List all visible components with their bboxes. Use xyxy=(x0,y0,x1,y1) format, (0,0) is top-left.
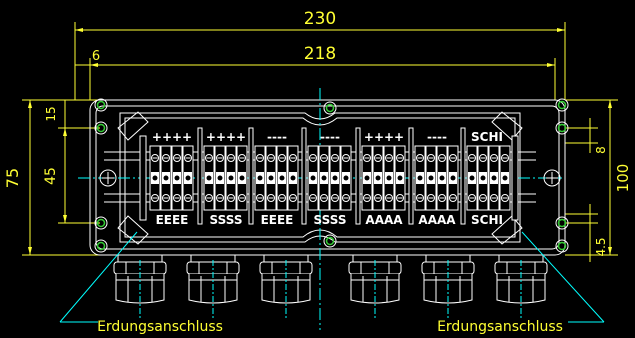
end-stop-right xyxy=(511,135,519,221)
separator-plate xyxy=(460,127,466,225)
dimension-lines xyxy=(22,22,618,262)
terminal xyxy=(171,145,183,211)
cable-gland xyxy=(186,254,240,318)
screw-top-center xyxy=(323,101,337,115)
terminal xyxy=(466,145,478,211)
top-sign-3: ---- xyxy=(267,130,287,144)
separator-plate xyxy=(197,127,203,225)
terminal xyxy=(276,145,288,211)
terminal-strip xyxy=(139,127,519,225)
earth-screw-right xyxy=(543,169,561,187)
bottom-label-4: SSSS xyxy=(314,213,347,227)
dim-inner-width: 218 xyxy=(304,44,336,64)
terminal xyxy=(265,145,277,211)
bottom-label-2: SSSS xyxy=(210,213,243,227)
cable-gland xyxy=(259,254,313,318)
screw-bottom-right-inner xyxy=(555,216,569,230)
terminal xyxy=(425,145,437,211)
dim-offset: 6 xyxy=(92,49,100,64)
terminal xyxy=(214,145,226,211)
terminal xyxy=(361,145,373,211)
cable-gland xyxy=(421,254,475,318)
bottom-label-7: SCHI xyxy=(471,213,503,227)
bottom-label-6: AAAA xyxy=(418,213,456,227)
terminal xyxy=(203,145,215,211)
bottom-label-5: AAAA xyxy=(365,213,403,227)
terminal xyxy=(318,145,330,211)
top-sign-4: ---- xyxy=(320,130,340,144)
terminal xyxy=(225,145,237,211)
screw-top-left-outer xyxy=(94,98,108,112)
terminal xyxy=(383,145,395,211)
terminal xyxy=(372,145,384,211)
screw-top-right-outer xyxy=(555,98,569,112)
bottom-label-1: EEEE xyxy=(156,213,189,227)
terminal xyxy=(287,145,299,211)
dim-left-height: 75 xyxy=(3,168,22,188)
top-sign-7: SCHI xyxy=(471,130,503,144)
terminal xyxy=(160,145,172,211)
bottom-labels: EEEE SSSS EEEE SSSS AAAA AAAA SCHI xyxy=(156,213,503,227)
terminal xyxy=(488,145,500,211)
dim-left-inner: 45 xyxy=(43,167,59,185)
screw-bottom-left-outer xyxy=(94,239,108,253)
separator-plate xyxy=(301,127,307,225)
terminal xyxy=(436,145,448,211)
separator-plate xyxy=(408,127,414,225)
terminal xyxy=(149,145,161,211)
top-sign-5: ++++ xyxy=(364,130,404,144)
dim-right-height: 100 xyxy=(614,164,632,193)
ground-leaders xyxy=(59,231,605,323)
end-stop-left xyxy=(139,135,147,221)
separator-plate xyxy=(248,127,254,225)
earth-screw-left xyxy=(99,169,117,187)
screw-bottom-right-outer xyxy=(555,239,569,253)
top-sign-labels: ++++ ++++ ---- ---- ++++ ---- SCHI xyxy=(152,130,503,144)
terminal xyxy=(499,145,511,211)
separator-plate xyxy=(355,127,361,225)
terminal xyxy=(254,145,266,211)
terminal xyxy=(414,145,426,211)
terminal xyxy=(477,145,489,211)
cable-glands xyxy=(113,254,548,318)
top-sign-2: ++++ xyxy=(206,130,246,144)
dim-right-bottom: 4.5 xyxy=(594,237,608,256)
terminal xyxy=(340,145,352,211)
terminal xyxy=(182,145,194,211)
terminal xyxy=(236,145,248,211)
screw-bottom-center xyxy=(323,234,337,248)
ground-label-right: Erdungsanschluss xyxy=(437,319,563,335)
cable-gland xyxy=(113,254,167,318)
dim-overall-width: 230 xyxy=(304,9,336,29)
cable-gland xyxy=(494,254,548,318)
terminal xyxy=(307,145,319,211)
top-sign-1: ++++ xyxy=(152,130,192,144)
terminal xyxy=(394,145,406,211)
screw-bottom-left-inner xyxy=(94,216,108,230)
dim-left-top: 15 xyxy=(44,106,58,121)
screw-top-left-inner xyxy=(94,121,108,135)
bottom-label-3: EEEE xyxy=(261,213,294,227)
mounting-screws xyxy=(94,98,569,253)
top-sign-6: ---- xyxy=(427,130,447,144)
screw-top-right-inner xyxy=(555,121,569,135)
terminal xyxy=(447,145,459,211)
dim-right-small: 8 xyxy=(594,146,608,154)
ground-label-left: Erdungsanschluss xyxy=(97,319,223,335)
terminal xyxy=(329,145,341,211)
cable-gland xyxy=(348,254,402,318)
